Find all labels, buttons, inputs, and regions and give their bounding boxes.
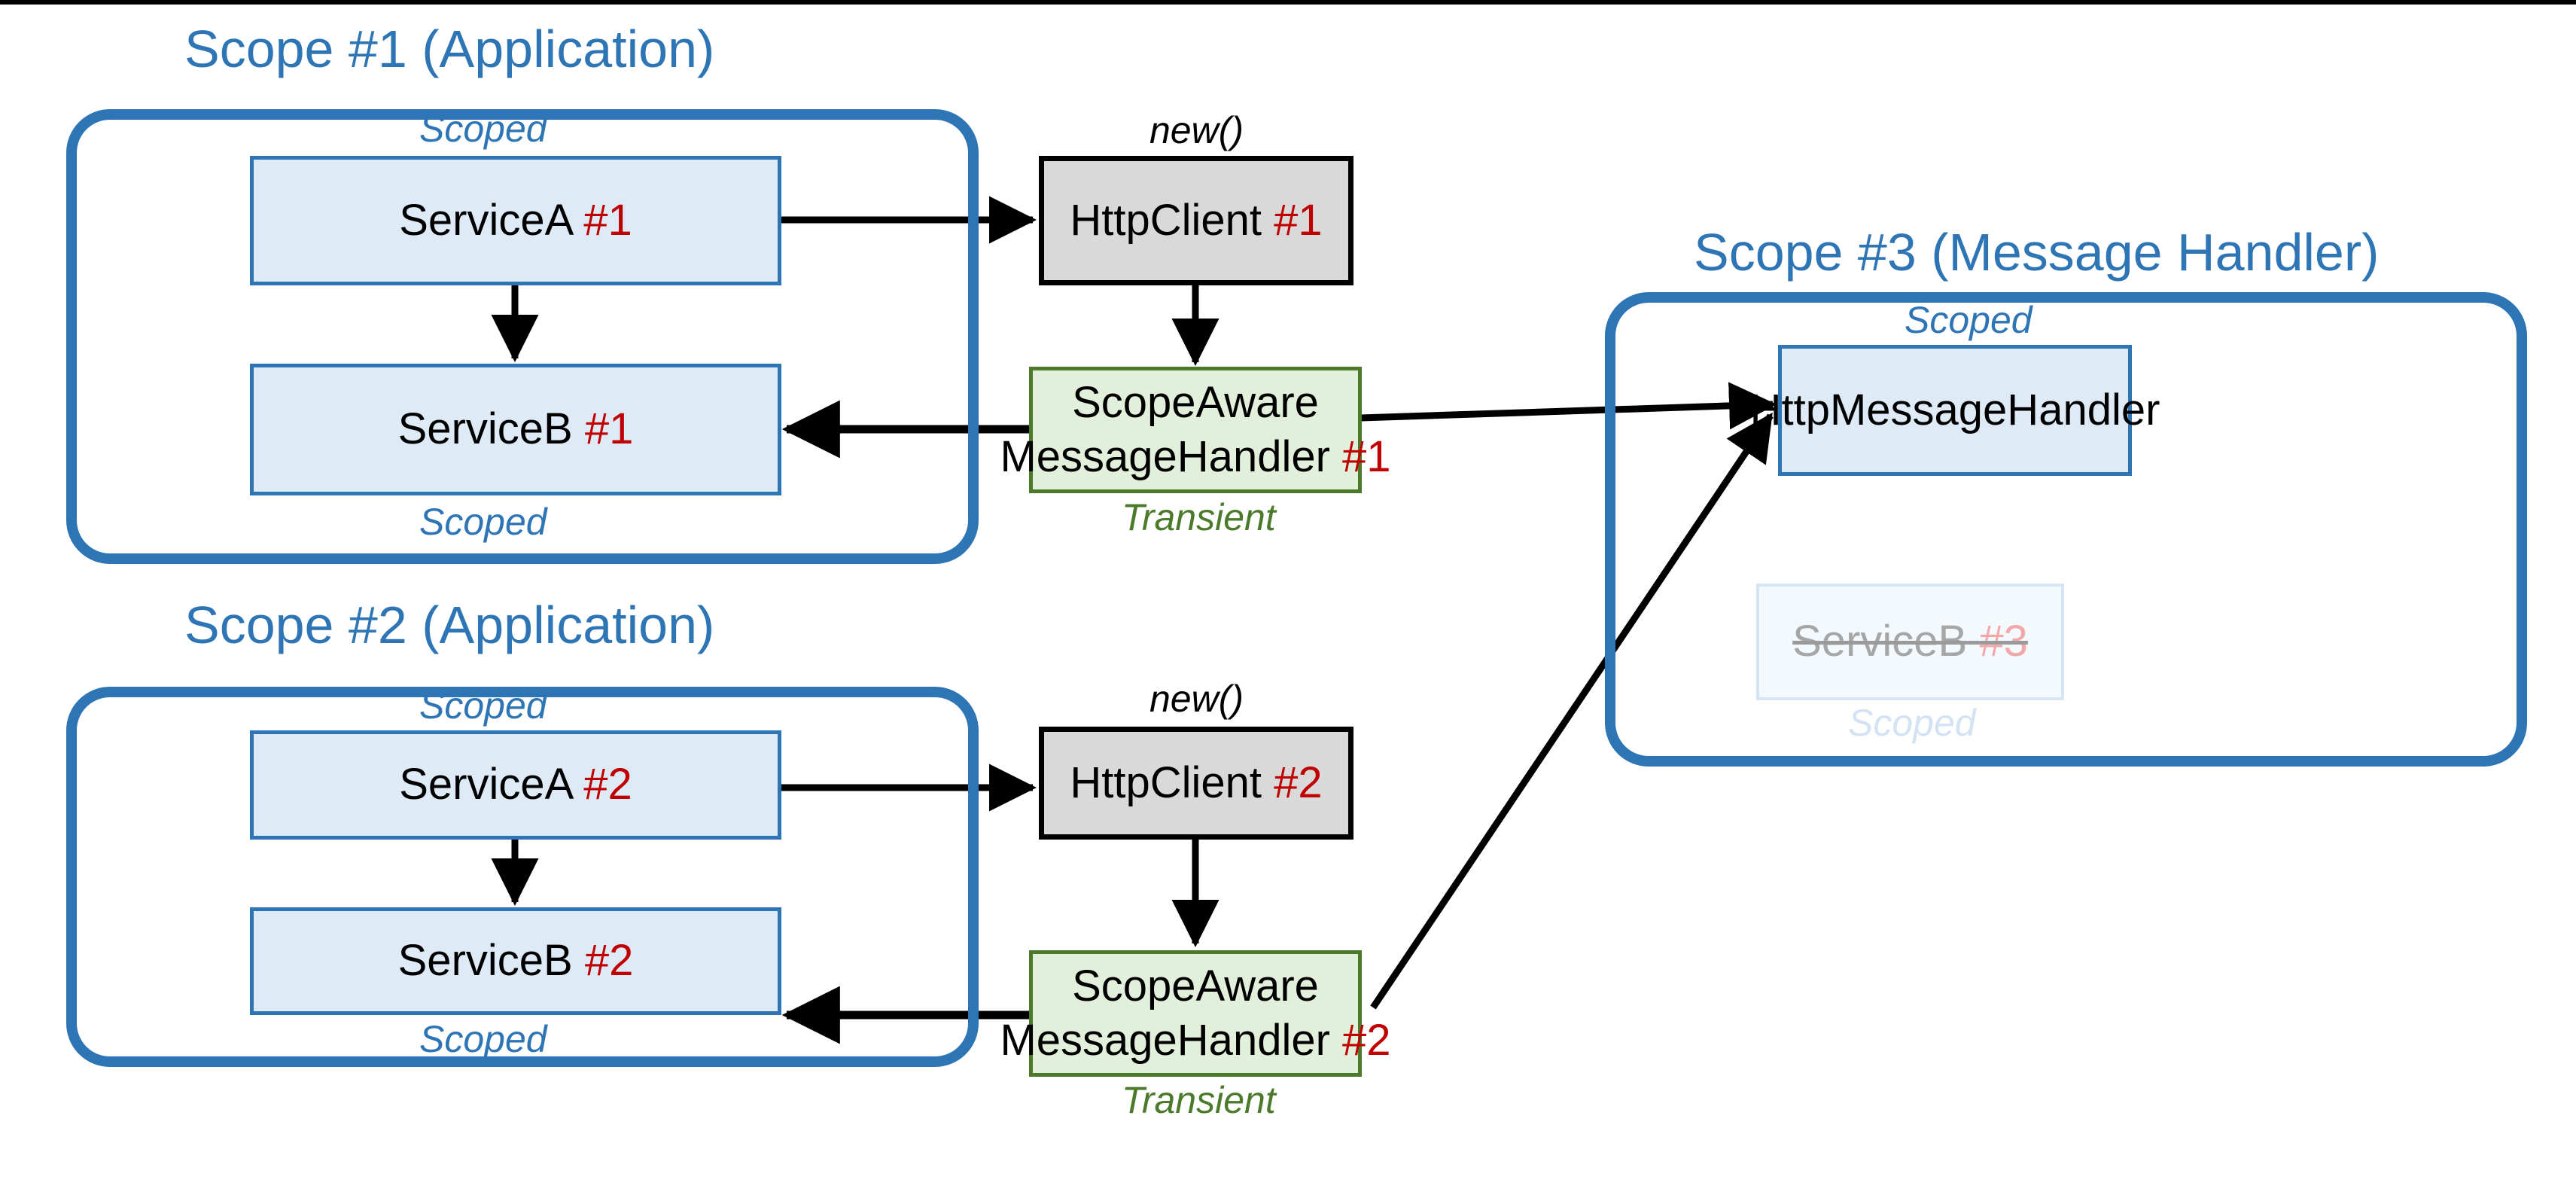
node-httpclient-1-instance: #1 [1274, 195, 1323, 245]
node-httpmessagehandler-name: HttpMessageHandler [1749, 385, 2160, 434]
node-scopeaware-messagehandler-2: ScopeAware MessageHandler #2 [1000, 950, 1391, 1077]
node-servicea-1: ServiceA #1 [250, 156, 781, 285]
lifetime-label-handler1: Transient [1122, 496, 1276, 538]
lifetime-label-serviceb3: Scoped [1848, 702, 1976, 744]
node-handler-1-line2: MessageHandler [1000, 432, 1330, 481]
node-serviceb-2: ServiceB #2 [250, 907, 781, 1015]
node-serviceb-1: ServiceB #1 [250, 364, 781, 495]
node-servicea-2-name: ServiceA [399, 760, 572, 809]
node-httpclient-2-name: HttpClient [1070, 757, 1262, 807]
lifetime-label-httpclient2: new() [1149, 678, 1244, 720]
lifetime-label-servicea2: Scoped [419, 684, 547, 727]
node-serviceb-3: ServiceB #3 [1756, 584, 2064, 700]
node-handler-2-line1: ScopeAware [1072, 961, 1319, 1010]
scope-title-1: Scope #1 (Application) [184, 20, 715, 78]
node-serviceb-1-name: ServiceB [397, 404, 573, 454]
node-handler-1-line1: ScopeAware [1072, 377, 1319, 427]
top-black-strip [0, 0, 2576, 5]
node-httpclient-2-instance: #2 [1274, 757, 1323, 807]
lifetime-label-serviceb2: Scoped [419, 1018, 547, 1060]
node-servicea-1-instance: #1 [583, 195, 632, 245]
node-serviceb-2-name: ServiceB [397, 936, 573, 986]
scope-title-2: Scope #2 (Application) [184, 596, 715, 654]
node-httpmessagehandler: HttpMessageHandler [1750, 345, 2160, 476]
lifetime-label-handler2: Transient [1122, 1079, 1276, 1121]
scope-title-3: Scope #3 (Message Handler) [1694, 223, 2380, 282]
node-serviceb-2-instance: #2 [584, 936, 634, 986]
lifetime-label-serviceb1: Scoped [419, 501, 547, 543]
node-servicea-2-instance: #2 [583, 760, 632, 809]
scope-container-3 [1605, 292, 2527, 767]
node-serviceb-1-instance: #1 [584, 404, 634, 454]
lifetime-label-httpmessagehandler: Scoped [1905, 299, 2032, 341]
lifetime-label-servicea1: Scoped [419, 108, 547, 150]
node-httpclient-1: HttpClient #1 [1039, 156, 1353, 285]
node-serviceb-3-instance: #3 [1979, 617, 2028, 666]
node-handler-2-line2: MessageHandler [1000, 1016, 1330, 1065]
node-handler-2-instance: #2 [1342, 1016, 1391, 1065]
node-handler-1-instance: #1 [1342, 432, 1391, 481]
node-httpclient-2: HttpClient #2 [1039, 727, 1353, 840]
scope-container-1 [66, 109, 979, 564]
node-scopeaware-messagehandler-1: ScopeAware MessageHandler #1 [1000, 367, 1391, 493]
node-servicea-1-name: ServiceA [399, 195, 572, 245]
node-httpclient-1-name: HttpClient [1070, 195, 1262, 245]
node-serviceb-3-name: ServiceB [1792, 617, 1968, 666]
node-servicea-2: ServiceA #2 [250, 730, 781, 840]
lifetime-label-httpclient1: new() [1149, 109, 1244, 151]
scope-container-2 [66, 687, 979, 1067]
